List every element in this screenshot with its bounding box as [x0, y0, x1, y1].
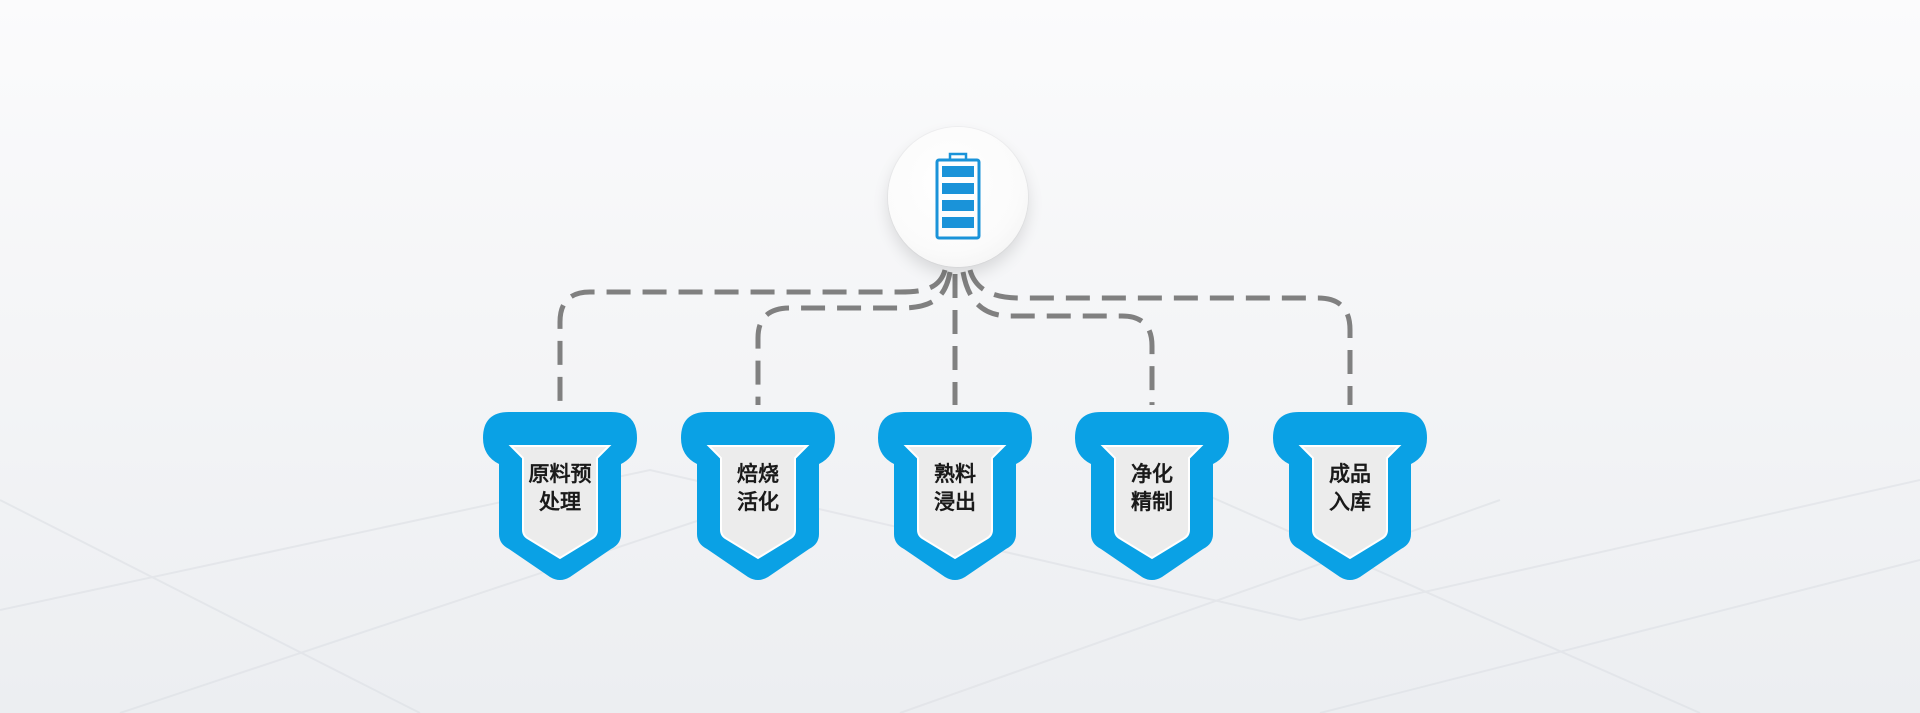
process-step-4: 净化精制: [1063, 412, 1241, 582]
step-label-line-1: 焙烧: [737, 462, 779, 486]
connector-step-1: [557, 269, 948, 405]
shield-shape: [1273, 412, 1427, 580]
shield-shape: [483, 412, 637, 580]
process-step-2: 焙烧活化: [669, 412, 847, 582]
step-label-line-1: 熟料: [934, 462, 976, 486]
process-step-3: 熟料浸出: [866, 412, 1044, 582]
step-label-line-1: 原料预: [528, 462, 592, 486]
step-label-line-1: 成品: [1329, 462, 1371, 486]
step-label-line-2: 入库: [1329, 490, 1371, 514]
battery-icon: [935, 152, 981, 240]
step-label: 熟料浸出: [910, 460, 1000, 516]
step-label-line-1: 净化: [1131, 462, 1173, 486]
connector-step-5: [967, 269, 1353, 405]
connector-step-4: [960, 271, 1155, 405]
step-label-line-2: 精制: [1131, 490, 1173, 514]
shield-shape: [878, 412, 1032, 580]
step-label: 成品入库: [1305, 460, 1395, 516]
process-step-5: 成品入库: [1261, 412, 1439, 582]
process-step-1: 原料预处理: [471, 412, 649, 582]
step-label: 净化精制: [1107, 460, 1197, 516]
shield-shape: [681, 412, 835, 580]
step-label: 焙烧活化: [713, 460, 803, 516]
step-label-line-2: 浸出: [934, 490, 976, 514]
battery-hub: [888, 127, 1028, 267]
step-label-line-2: 处理: [539, 490, 581, 514]
step-label: 原料预处理: [515, 460, 605, 516]
step-label-line-2: 活化: [737, 490, 779, 514]
connectors: [557, 269, 1353, 405]
connector-step-2: [755, 271, 953, 405]
shield-shape: [1075, 412, 1229, 580]
